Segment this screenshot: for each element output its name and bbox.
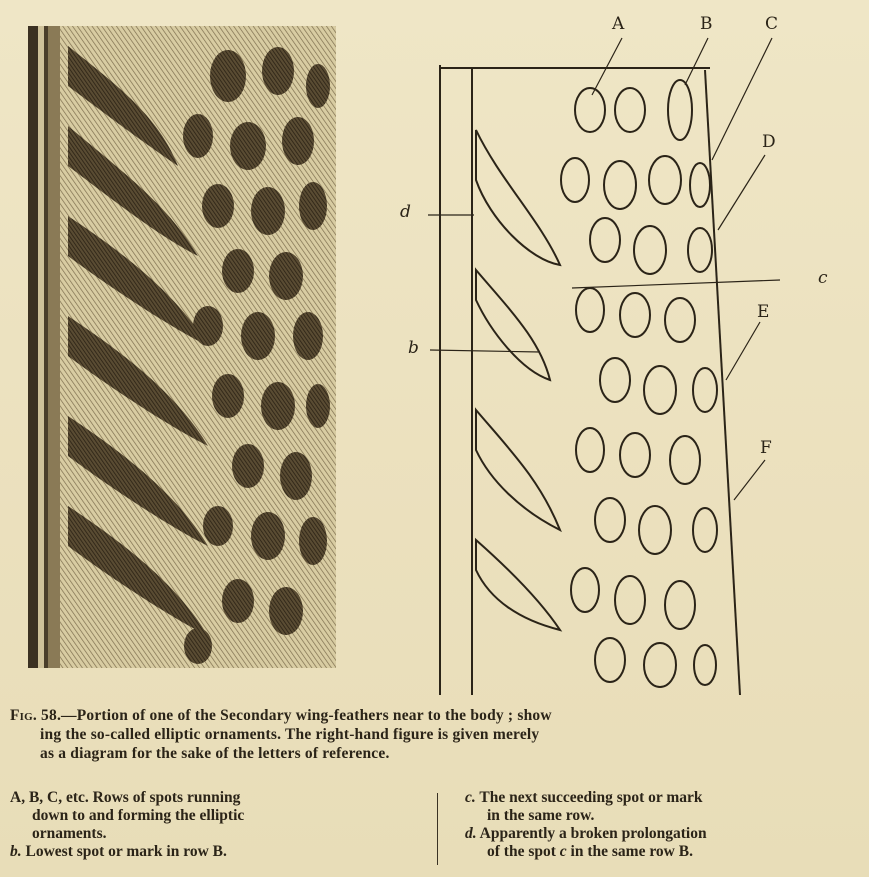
caption-line-3: as a diagram for the sake of the letters… (10, 744, 860, 763)
legend-c-key: c. (465, 789, 476, 806)
legend-rows-line-1: A, B, C, etc. Rows of spots running (10, 789, 240, 806)
letter-b: b (408, 338, 419, 358)
caption-line-1: —Portion of one of the Secondary wing-fe… (61, 707, 552, 724)
feather-engraving-image (28, 26, 336, 668)
legend-d-line-1: Apparently a broken prolongation (477, 825, 707, 842)
legend-d-key: d. (465, 825, 477, 842)
legend-b-key: b. (10, 843, 22, 860)
caption-line-2: ing the so-called elliptic ornaments. Th… (10, 725, 860, 744)
reference-diagram-drawing (400, 10, 855, 700)
legend-left-column: A, B, C, etc. Rows of spots running down… (10, 789, 420, 861)
legend-rows-line-3: ornaments. (10, 825, 420, 843)
letter-F: F (760, 438, 772, 458)
letter-d: d (400, 202, 411, 222)
letter-C: C (765, 14, 778, 34)
figure-legend: A, B, C, etc. Rows of spots running down… (10, 789, 860, 869)
legend-b-entry: b. Lowest spot or mark in row B. (10, 843, 420, 861)
legend-d-line-2: of the spot c in the same row B. (465, 843, 865, 861)
letter-E: E (757, 302, 769, 322)
legend-d-line-2-key: c (560, 843, 567, 860)
letter-B: B (700, 14, 713, 34)
legend-d-entry: d. Apparently a broken prolongation (465, 825, 865, 843)
feather-engraving (28, 26, 336, 668)
legend-b-text: Lowest spot or mark in row B. (22, 843, 227, 860)
letter-A: A (612, 14, 624, 34)
legend-c-line-1: The next succeeding spot or mark (476, 789, 703, 806)
legend-rows-line-2: down to and forming the elliptic (10, 807, 420, 825)
legend-divider (437, 793, 438, 865)
legend-d-line-2b: in the same row B. (567, 843, 693, 860)
legend-c-line-2: in the same row. (465, 807, 865, 825)
figure-number: Fig. 58. (10, 707, 61, 724)
letter-D: D (762, 132, 776, 152)
legend-c-entry: c. The next succeeding spot or mark (465, 789, 865, 807)
figure-caption: Fig. 58.—Portion of one of the Secondary… (10, 706, 860, 763)
legend-d-line-2a: of the spot (487, 843, 560, 860)
letter-c: c (818, 268, 828, 288)
reference-diagram: A B C D c E F d b (400, 10, 855, 700)
legend-right-column: c. The next succeeding spot or mark in t… (465, 789, 865, 861)
